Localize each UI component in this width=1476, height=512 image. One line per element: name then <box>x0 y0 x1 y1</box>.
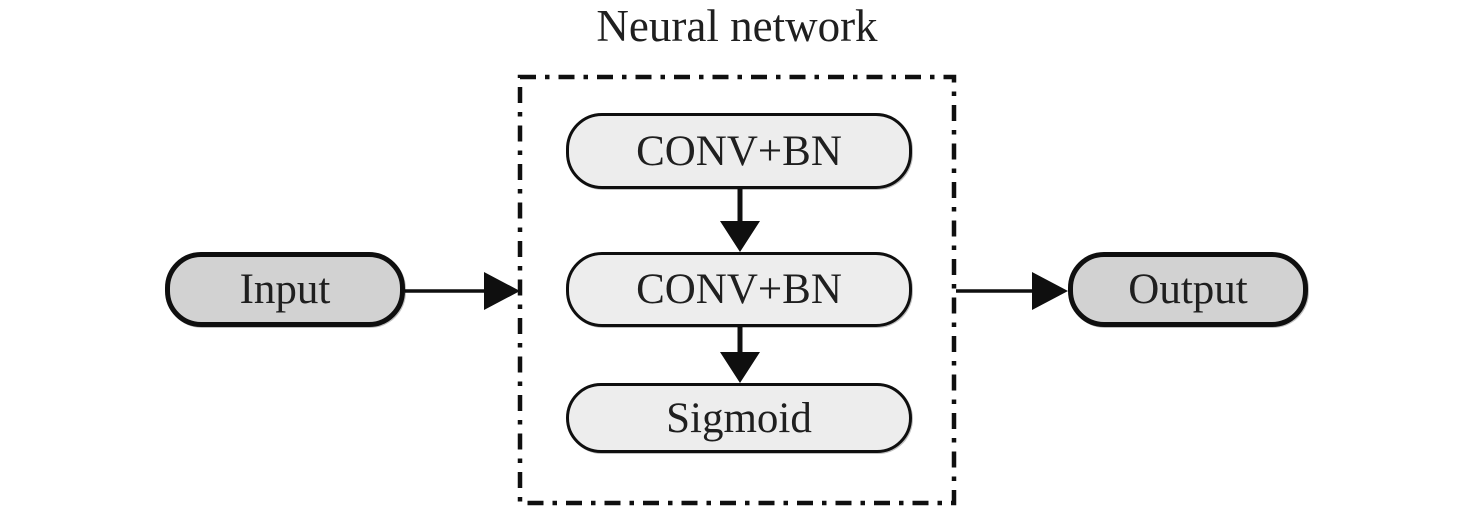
neural-network-container-border <box>517 74 957 506</box>
node-input: Input <box>165 252 405 327</box>
node-conv-bn-2: CONV+BN <box>566 252 912 327</box>
diagram-title: Neural network <box>596 1 878 51</box>
node-input-label: Input <box>239 266 331 313</box>
node-conv-bn-2-label: CONV+BN <box>636 266 842 313</box>
arrow-conv2-to-sigmoid <box>720 327 760 383</box>
arrow-network-to-output <box>956 272 1068 310</box>
node-conv-bn-1: CONV+BN <box>566 113 912 189</box>
arrow-input-to-network <box>405 272 520 310</box>
arrow-conv1-to-conv2 <box>720 189 760 252</box>
node-sigmoid: Sigmoid <box>566 383 912 453</box>
node-output-label: Output <box>1128 266 1248 313</box>
node-conv-bn-1-label: CONV+BN <box>636 127 842 175</box>
node-output: Output <box>1068 252 1308 327</box>
node-sigmoid-label: Sigmoid <box>666 394 812 442</box>
